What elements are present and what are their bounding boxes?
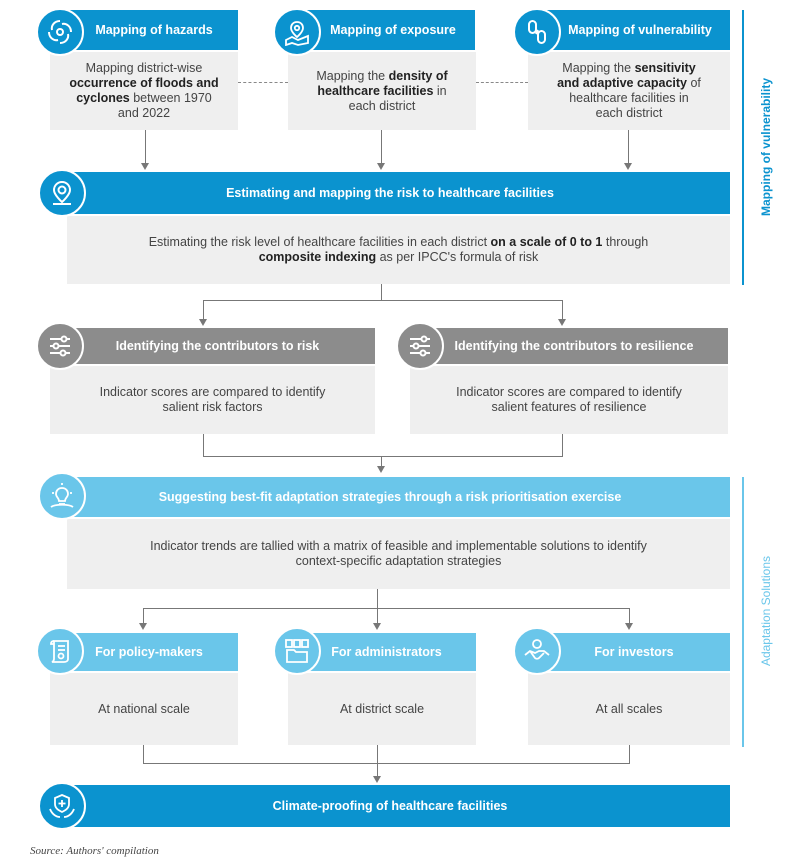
bold-text: on a scale of 0 to 1 <box>490 235 603 249</box>
exposure-header: Mapping of exposure <box>297 10 475 50</box>
exposure-body: Mapping the density of healthcare facili… <box>288 52 476 130</box>
lightbulb-icon <box>38 472 86 520</box>
body-text: Indicator scores are compared to identif… <box>99 385 326 414</box>
arrow-head <box>139 623 147 630</box>
medical-hands-icon <box>38 782 86 830</box>
connector-line <box>203 300 204 320</box>
administrators-header: For administrators <box>297 633 476 671</box>
connector-line <box>143 763 630 764</box>
dashed-connector <box>238 82 288 83</box>
connector-line <box>203 456 563 457</box>
connector-line <box>629 745 630 763</box>
policy-makers-body: At national scale <box>50 673 238 745</box>
connector-line <box>145 130 146 163</box>
body-text: Indicator scores are compared to identif… <box>456 385 682 414</box>
arrow-head <box>373 776 381 783</box>
side-label-mapping: Mapping of vulnerability <box>759 78 773 217</box>
body-text: At district scale <box>339 701 425 716</box>
body-text: At all scales <box>595 701 663 716</box>
body-text: Estimating the risk level of healthcare … <box>148 235 491 249</box>
arrow-head <box>373 623 381 630</box>
connector-line <box>203 434 204 456</box>
connector-line <box>143 745 144 763</box>
investors-body: At all scales <box>528 673 730 745</box>
connector-line <box>143 608 144 624</box>
side-bar-adaptation <box>742 477 744 747</box>
strategy-body: Indicator trends are tallied with a matr… <box>67 519 730 589</box>
arrow-head <box>558 319 566 326</box>
connector-line <box>381 456 382 467</box>
body-text: of healthcare facilities in each distric… <box>569 76 701 120</box>
risk-contributors-body: Indicator scores are compared to identif… <box>50 366 375 434</box>
connector-line <box>377 589 378 624</box>
risk-body: Estimating the risk level of healthcare … <box>67 216 730 284</box>
connector-line <box>628 130 629 163</box>
sliders-icon <box>36 322 84 370</box>
investors-header: For investors <box>538 633 730 671</box>
hazards-header: Mapping of hazards <box>60 10 238 50</box>
policy-makers-header: For policy-makers <box>60 633 238 671</box>
arrow-head <box>625 623 633 630</box>
connector-line <box>562 300 563 320</box>
bold-text: sensitivity and adaptive capacity <box>557 61 696 90</box>
resilience-contributors-header: Identifying the contributors to resilien… <box>420 328 728 364</box>
risk-contributors-header: Identifying the contributors to risk <box>60 328 375 364</box>
handshake-icon <box>513 627 561 675</box>
connector-line <box>143 608 629 609</box>
body-text: between 1970 and 2022 <box>117 91 212 120</box>
final-header: Climate-proofing of healthcare facilitie… <box>50 785 730 827</box>
arrow-head <box>377 163 385 170</box>
body-text: Indicator trends are tallied with a matr… <box>150 539 647 568</box>
side-bar-mapping <box>742 10 744 285</box>
broken-chain-icon <box>513 8 561 56</box>
strategy-header: Suggesting best-fit adaptation strategie… <box>50 477 730 517</box>
risk-header: Estimating and mapping the risk to healt… <box>50 172 730 214</box>
map-pin-icon <box>273 8 321 56</box>
arrow-head <box>377 466 385 473</box>
connector-line <box>629 608 630 624</box>
connector-line <box>381 284 382 300</box>
arrow-head <box>141 163 149 170</box>
vulnerability-header: Mapping of vulnerability <box>538 10 730 50</box>
folder-icon <box>273 627 321 675</box>
bold-text: occurrence of floods and cyclones <box>69 76 219 105</box>
body-text: as per IPCC's formula of risk <box>376 250 539 264</box>
body-text: At national scale <box>98 701 190 716</box>
bold-text: composite indexing <box>258 250 377 264</box>
cyclone-icon <box>36 8 84 56</box>
sliders-icon <box>396 322 444 370</box>
body-text: Mapping the <box>562 61 635 75</box>
body-text: Mapping the <box>316 68 389 83</box>
body-text: through <box>602 235 649 249</box>
location-pin-icon <box>38 169 86 217</box>
side-label-adaptation: Adaptation Solutions <box>759 555 773 667</box>
dashed-connector <box>476 82 528 83</box>
vulnerability-body: Mapping the sensitivity and adaptive cap… <box>528 52 730 130</box>
administrators-body: At district scale <box>288 673 476 745</box>
body-text: Mapping district-wise <box>85 61 203 75</box>
bold-text: density of healthcare facilities <box>317 68 448 98</box>
arrow-head <box>199 319 207 326</box>
connector-line <box>203 300 562 301</box>
hazards-body: Mapping district-wise occurrence of floo… <box>50 52 238 130</box>
source-note: Source: Authors' compilation <box>30 845 159 857</box>
arrow-head <box>624 163 632 170</box>
connector-line <box>377 745 378 777</box>
connector-line <box>562 434 563 456</box>
connector-line <box>381 130 382 163</box>
resilience-contributors-body: Indicator scores are compared to identif… <box>410 366 728 434</box>
scroll-icon <box>36 627 84 675</box>
body-text: in each district <box>348 83 447 113</box>
